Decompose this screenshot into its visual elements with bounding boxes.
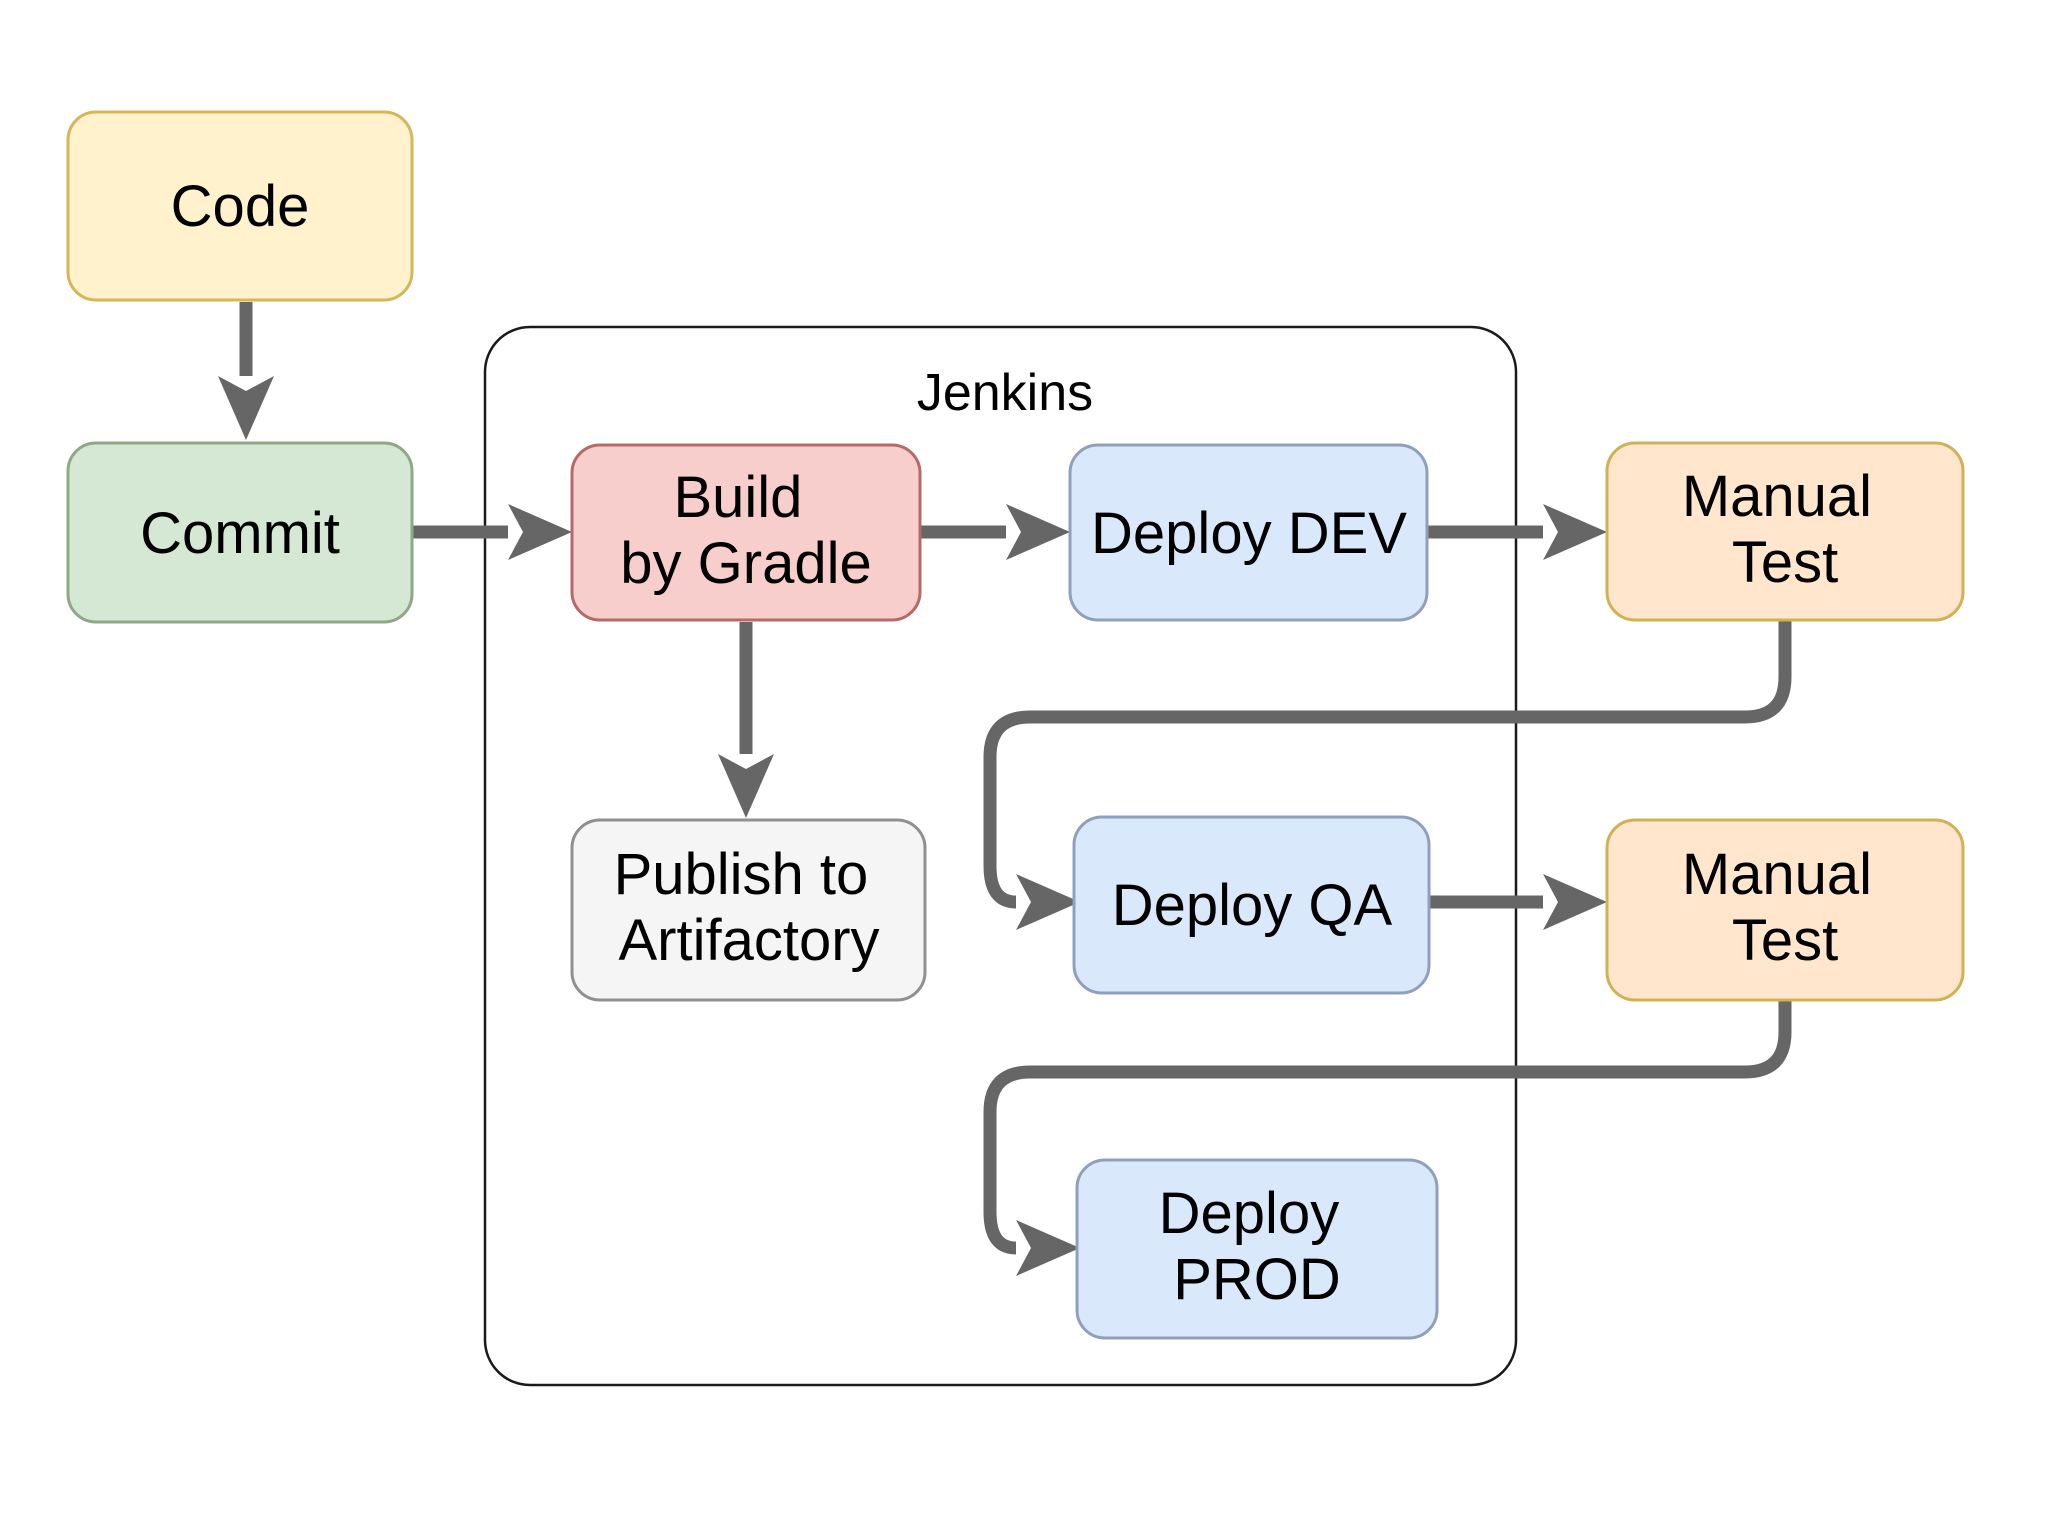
node-code-label: Code [171,174,310,239]
node-publish-to-artifactory-box [570,818,927,1002]
node-manual-test-qa: Manual Test [1605,818,1965,1002]
node-deploy-qa-box [1072,815,1431,995]
node-commit: Commit [66,441,414,624]
node-build-by-gradle-box [570,443,922,622]
node-build-by-gradle: Build by Gradle [570,443,922,622]
node-deploy-dev-box [1068,443,1429,622]
node-commit-box [66,441,414,624]
node-manual-test-qa-box [1605,818,1965,1002]
node-code: Code [66,110,414,302]
node-manual-test-dev-label: Manual Test [1682,464,1888,595]
node-deploy-dev: Deploy DEV [1068,443,1429,622]
node-code-box [66,110,414,302]
node-manual-test-qa-label: Manual Test [1682,842,1888,973]
edge-manual-test-dev-deploy-qa [983,621,1792,930]
node-deploy-prod: Deploy PROD [1075,1158,1439,1340]
node-deploy-dev-label: Deploy DEV [1091,501,1407,566]
edge-manual-test-qa-deploy-prod [983,1000,1792,1276]
node-deploy-qa-label: Deploy QA [1112,873,1393,938]
node-publish-to-artifactory: Publish to Artifactory [570,818,927,1002]
node-deploy-qa: Deploy QA [1072,815,1431,995]
node-deploy-prod-box [1075,1158,1439,1340]
node-commit-label: Commit [140,501,340,566]
node-build-by-gradle-label: Build by Gradle [620,465,871,596]
node-manual-test-dev-box [1605,441,1965,622]
edges [218,302,1792,1276]
node-deploy-prod-label: Deploy PROD [1159,1181,1356,1312]
node-manual-test-dev: Manual Test [1605,441,1965,622]
node-publish-to-artifactory-label: Publish to Artifactory [614,842,885,973]
jenkins-container-label: Jenkins [917,364,1093,422]
